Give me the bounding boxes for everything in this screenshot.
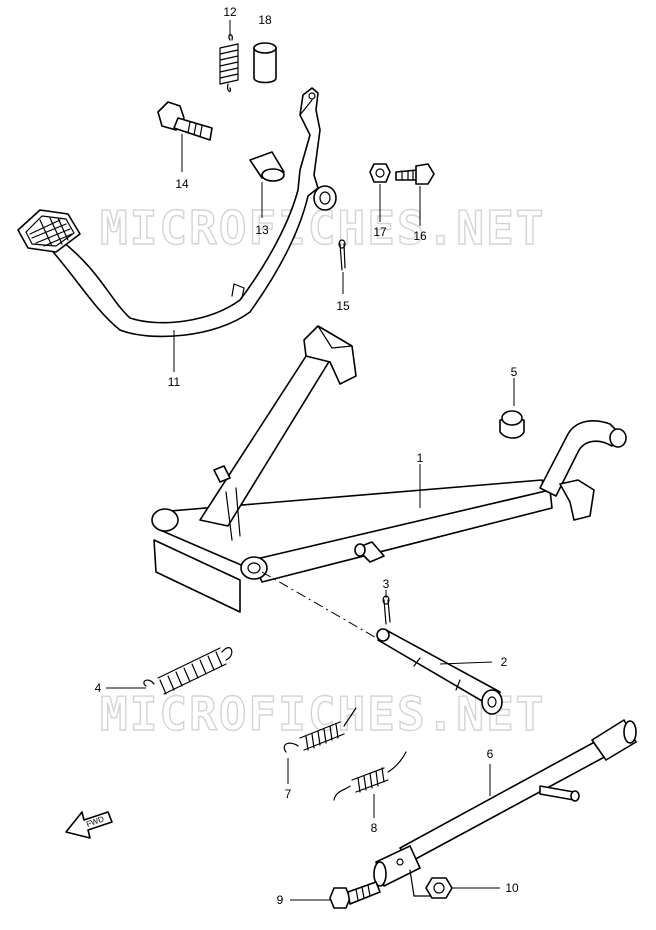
callout-18: 18 bbox=[258, 13, 272, 27]
callout-15: 15 bbox=[336, 299, 350, 313]
side-stand-6 bbox=[373, 719, 637, 897]
shaft-2 bbox=[376, 628, 503, 715]
spring-7 bbox=[283, 707, 357, 753]
bolt-14 bbox=[157, 101, 213, 141]
leader-lines bbox=[106, 20, 515, 901]
watermark-bottom: MICROFICHES.NET bbox=[100, 687, 545, 741]
callout-12: 12 bbox=[223, 5, 237, 19]
bolt-9 bbox=[329, 881, 381, 909]
callout-16: 16 bbox=[413, 229, 427, 243]
callout-13: 13 bbox=[255, 223, 269, 237]
bushing-18 bbox=[253, 42, 277, 84]
callout-4: 4 bbox=[95, 681, 102, 695]
cotter-pin-15 bbox=[338, 239, 346, 271]
spring-8 bbox=[333, 751, 407, 801]
callout-14: 14 bbox=[175, 177, 189, 191]
pivot-axis-line bbox=[261, 571, 381, 641]
callout-labels: 12 18 14 13 17 16 15 11 5 1 3 2 4 7 8 6 … bbox=[95, 5, 519, 907]
callout-8: 8 bbox=[371, 821, 378, 835]
fwd-arrow: FWD bbox=[65, 811, 113, 839]
callout-17: 17 bbox=[373, 225, 387, 239]
spring-4 bbox=[143, 647, 233, 695]
callout-9: 9 bbox=[277, 893, 284, 907]
bushing-13 bbox=[249, 151, 285, 182]
nut-10 bbox=[425, 877, 453, 899]
callout-5: 5 bbox=[511, 365, 518, 379]
callout-7: 7 bbox=[285, 787, 292, 801]
nut-17 bbox=[369, 163, 391, 183]
callout-2: 2 bbox=[501, 655, 508, 669]
callout-1: 1 bbox=[417, 451, 424, 465]
brake-pedal bbox=[17, 87, 337, 338]
callout-11: 11 bbox=[168, 375, 181, 389]
spring-12 bbox=[219, 34, 239, 93]
callout-6: 6 bbox=[487, 747, 494, 761]
stopper-5 bbox=[499, 410, 525, 439]
bolt-16 bbox=[395, 163, 435, 185]
center-stand bbox=[151, 325, 627, 613]
callout-10: 10 bbox=[505, 881, 519, 895]
callout-3: 3 bbox=[383, 577, 390, 591]
cotter-pin-3 bbox=[382, 595, 391, 625]
